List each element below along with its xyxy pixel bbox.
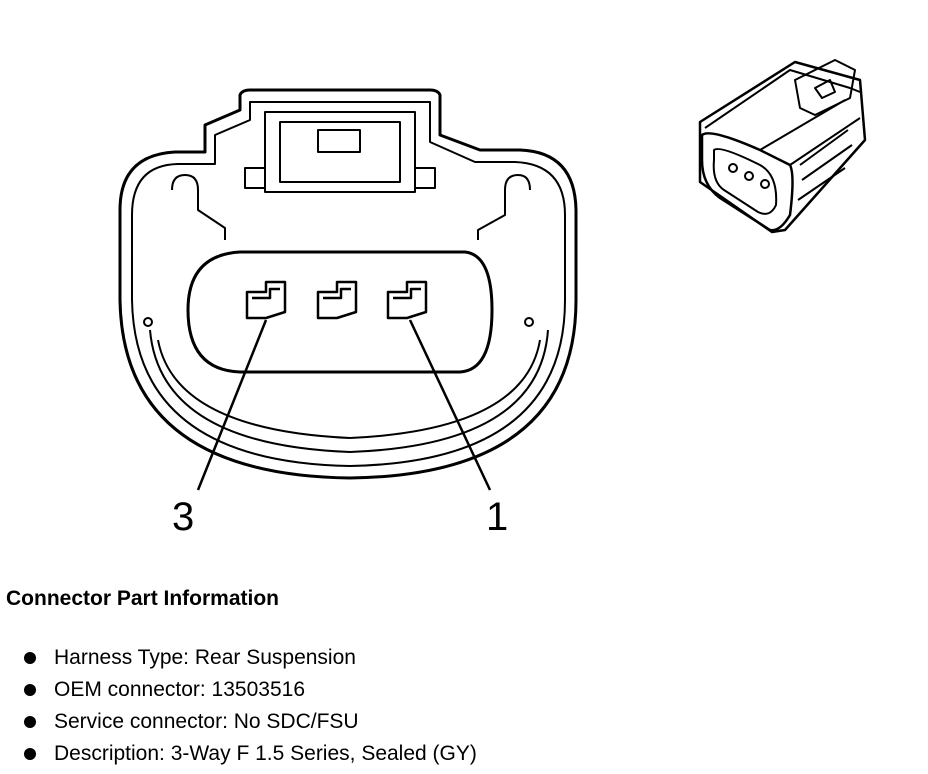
connector-3d-latch (794, 59, 856, 116)
connector-diagram: 3 1 (118, 59, 867, 539)
right-guide-rib (477, 174, 531, 240)
bullet-icon (24, 652, 36, 664)
connector-3d-pin-c (760, 179, 770, 189)
list-item: OEM connector: 13503516 (6, 674, 906, 706)
list-item: Service connector: No SDC/FSU (6, 706, 906, 738)
list-item-text: Service connector: No SDC/FSU (54, 710, 359, 733)
pin-label-1: 1 (486, 495, 508, 539)
connector-3d-pin-a (728, 163, 738, 173)
list-item: Description: 3-Way F 1.5 Series, Sealed … (6, 738, 906, 770)
connector-3d-face-inner (712, 148, 778, 215)
left-guide-rib (171, 174, 226, 240)
section-heading: Connector Part Information (6, 587, 280, 610)
part-info-list: Harness Type: Rear Suspension OEM connec… (6, 642, 906, 770)
terminal-1 (386, 280, 428, 320)
terminal-2 (316, 280, 358, 320)
list-item: Harness Type: Rear Suspension (6, 642, 906, 674)
bullet-icon (24, 716, 36, 728)
lock-tab-window (317, 129, 361, 153)
list-item-text: Harness Type: Rear Suspension (54, 646, 356, 669)
bullet-icon (24, 748, 36, 760)
pin-label-3: 3 (172, 495, 194, 539)
list-item-text: OEM connector: 13503516 (54, 678, 305, 701)
connector-bottom-rim (149, 329, 549, 453)
connector-3d-face (700, 132, 794, 232)
connector-3d-illustration (698, 59, 867, 234)
terminal-cavity (186, 250, 494, 374)
connector-outer-shell (118, 88, 578, 480)
left-alignment-hole (143, 317, 153, 327)
connector-bottom-rim-2 (157, 339, 541, 439)
bullet-icon (24, 684, 36, 696)
leader-line-1 (408, 319, 492, 491)
lock-tab-slot-left (244, 167, 266, 189)
terminal-3 (245, 280, 287, 320)
connector-part-information: Connector Part Information Harness Type:… (6, 586, 477, 765)
leader-line-3 (196, 319, 268, 491)
list-item-text: Description: 3-Way F 1.5 Series, Sealed … (54, 742, 477, 765)
right-alignment-hole (524, 317, 534, 327)
connector-3d-body (698, 60, 867, 234)
lock-tab-slot-right (414, 167, 436, 189)
lock-tab-inner (279, 121, 401, 183)
connector-3d-ribs (797, 129, 853, 201)
connector-inner-shell (131, 101, 566, 467)
connector-3d-pin-b (744, 171, 754, 181)
lock-tab (264, 111, 416, 193)
